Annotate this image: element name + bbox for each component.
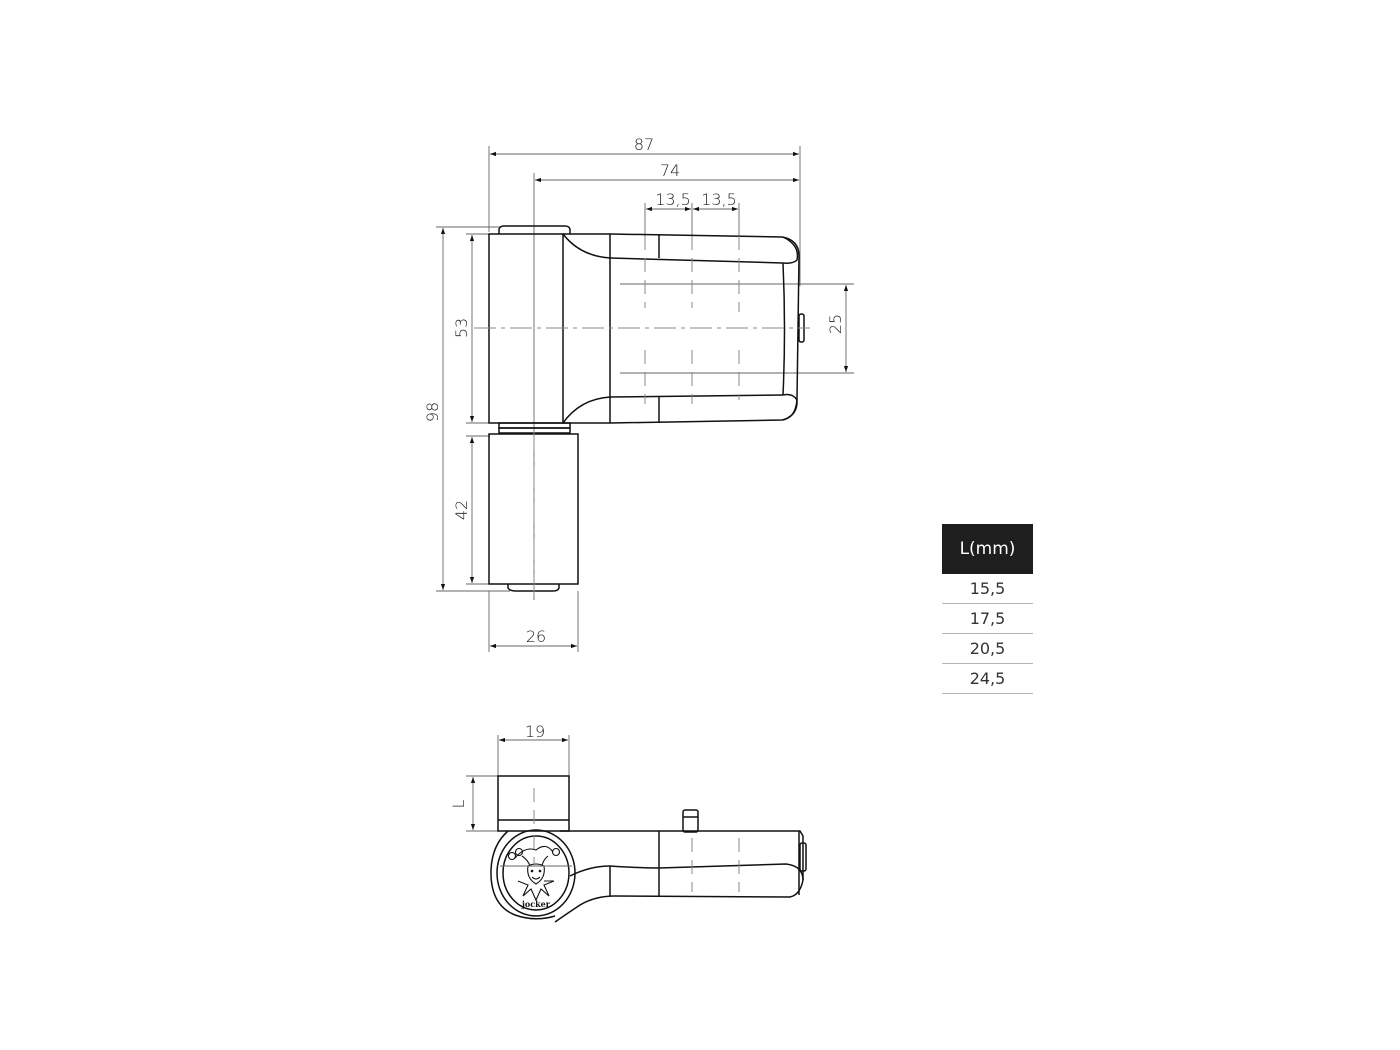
length-table-row: 17,5 bbox=[942, 604, 1033, 634]
dim-98: 98 bbox=[423, 402, 442, 422]
dim-26: 26 bbox=[526, 627, 546, 646]
side-view: 19 L bbox=[449, 722, 807, 923]
length-table-header: L(mm) bbox=[942, 524, 1033, 574]
dim-74: 74 bbox=[660, 161, 680, 180]
logo-text: jocker bbox=[521, 899, 551, 909]
length-table-row: 24,5 bbox=[942, 664, 1033, 694]
dim-87: 87 bbox=[634, 135, 654, 154]
length-table-row: 15,5 bbox=[942, 574, 1033, 604]
length-table: L(mm) 15,5 17,5 20,5 24,5 bbox=[942, 524, 1033, 694]
dim-42: 42 bbox=[452, 500, 471, 520]
jocker-logo-icon: jocker bbox=[496, 829, 576, 917]
dim-13-5-right: 13,5 bbox=[701, 190, 737, 209]
dim-13-5-left: 13,5 bbox=[655, 190, 691, 209]
dim-L: L bbox=[449, 799, 468, 808]
length-table-row: 20,5 bbox=[942, 634, 1033, 664]
dim-25: 25 bbox=[826, 314, 845, 334]
dim-19: 19 bbox=[525, 722, 545, 741]
front-view: 87 74 13,5 13,5 98 53 42 26 25 bbox=[423, 135, 854, 652]
dim-53: 53 bbox=[452, 318, 471, 338]
